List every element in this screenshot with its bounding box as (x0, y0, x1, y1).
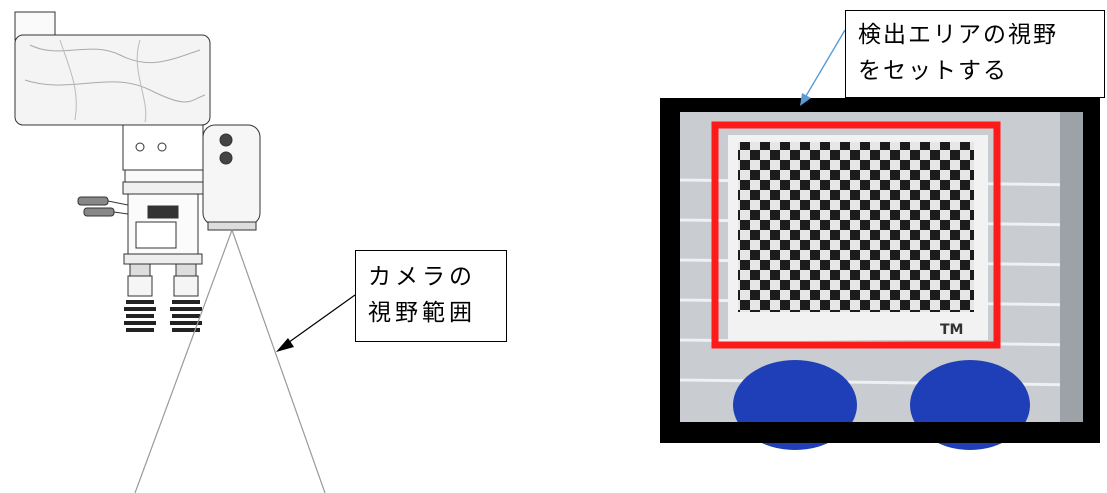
camera-field-of-view (134, 229, 326, 493)
camera-fov-callout-line-2: 視野範囲 (368, 300, 476, 326)
robot-arm (14, 11, 211, 297)
camera-fov-callout: カメラの 視野範囲 (355, 250, 507, 342)
detect-area-callout: 検出エリアの視野 をセットする (845, 10, 1105, 98)
camera-fov-callout-line-1: カメラの (368, 264, 476, 290)
detect-pointer (800, 29, 846, 106)
tm-mark: TM (940, 322, 963, 338)
detect-area-callout-line-1: 検出エリアの視野 (858, 22, 1058, 48)
camera-view: TM (660, 98, 1100, 450)
callout-arrow (276, 294, 356, 352)
air-cable-connectors (77, 196, 129, 217)
robot-camera-illustration (14, 11, 356, 493)
suction-cup-bellows (124, 300, 202, 332)
detection-area-box (711, 121, 1001, 349)
camera-unit (202, 124, 261, 231)
detect-area-callout-line-2: をセットする (858, 58, 1008, 84)
